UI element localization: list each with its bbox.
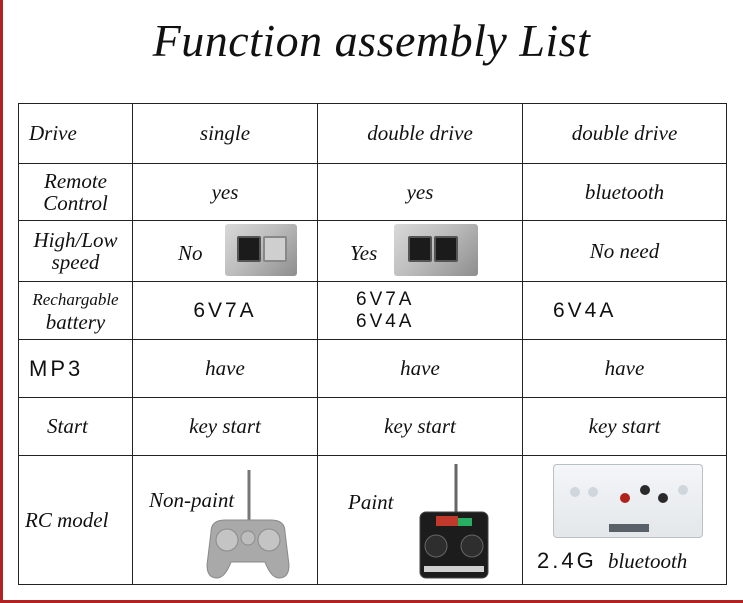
battery-spec-1: 6V7A [193,299,257,322]
cell-mp3-1: have [132,339,318,398]
cell-start-3: key start [522,397,727,456]
rc-bluetooth-caption: 2.4G bluetooth [537,548,687,574]
cell-battery-1: 6V7A [132,281,318,340]
table-row-remote-control: Remote Control yes yes bluetooth [18,163,727,221]
battery-spec-2b: 6V4A [356,310,415,332]
row-label-remote-line1: Remote [44,169,107,193]
rc-bluetooth-text: bluetooth [607,549,688,573]
battery-spec-2a: 6V7A [356,288,415,310]
cell-speed-2: Yes [317,220,523,282]
row-label-mp3: MP3 [18,339,133,398]
cell-drive-3: double drive [522,103,727,164]
table-row-high-low-speed: High/Low speed No Yes No need [18,220,727,282]
row-label-drive: Drive [18,103,133,164]
table-row-battery: Rechargable battery 6V7A 6V7A 6V4A 6V4A [18,281,727,340]
function-table: Drive single double drive double drive R… [18,103,727,585]
cell-remote-1: yes [132,163,318,221]
row-label-speed-line2: speed [51,250,100,274]
table-row-rc-model: RC model Non-paint Paint [18,455,727,585]
cell-remote-3: bluetooth [522,163,727,221]
row-label-rc-model: RC model [18,455,133,585]
table-row-mp3: MP3 have have have [18,339,727,398]
cell-mp3-3: have [522,339,727,398]
row-label-speed-line1: High/Low [33,228,118,252]
mp3-label: MP3 [29,355,84,381]
cell-rc-1: Non-paint [132,455,318,585]
cell-rc-2: Paint [317,455,523,585]
row-label-start: Start [18,397,133,456]
rc-nonpaint-text: Non-paint [149,488,235,512]
table-row-start: Start key start key start key start [18,397,727,456]
row-label-high-low-speed: High/Low speed [18,220,133,282]
cell-speed-3: No need [522,220,727,282]
row-label-battery-line2: battery [45,309,106,334]
cell-rc-3: 2.4G bluetooth [522,455,727,585]
speed-yes-text: Yes [350,241,378,265]
row-label-battery-line1: Rechargable [32,289,119,309]
painted-remote-image [419,464,489,579]
speed-switch-photo [394,224,478,276]
row-label-battery: Rechargable battery [18,281,133,340]
table-row-drive: Drive single double drive double drive [18,103,727,164]
gamepad-controller-image [206,470,290,579]
cell-drive-2: double drive [317,103,523,164]
frame-bottom-edge [0,600,743,603]
speed-no-text: No [178,241,203,265]
row-label-remote-line2: Control [43,191,108,215]
bluetooth-remote-image [553,464,703,538]
rc-bluetooth-code: 2.4G [537,548,597,573]
row-label-remote-control: Remote Control [18,163,133,221]
frame-left-edge [0,0,3,603]
cell-battery-2: 6V7A 6V4A [317,281,523,340]
speed-switch-photo [225,224,297,276]
cell-start-2: key start [317,397,523,456]
cell-remote-2: yes [317,163,523,221]
battery-spec-3: 6V4A [553,299,617,322]
cell-battery-3: 6V4A [522,281,727,340]
cell-mp3-2: have [317,339,523,398]
cell-speed-1: No [132,220,318,282]
page-title: Function assembly List [152,15,591,66]
cell-drive-1: single [132,103,318,164]
cell-start-1: key start [132,397,318,456]
rc-paint-text: Paint [348,490,394,514]
